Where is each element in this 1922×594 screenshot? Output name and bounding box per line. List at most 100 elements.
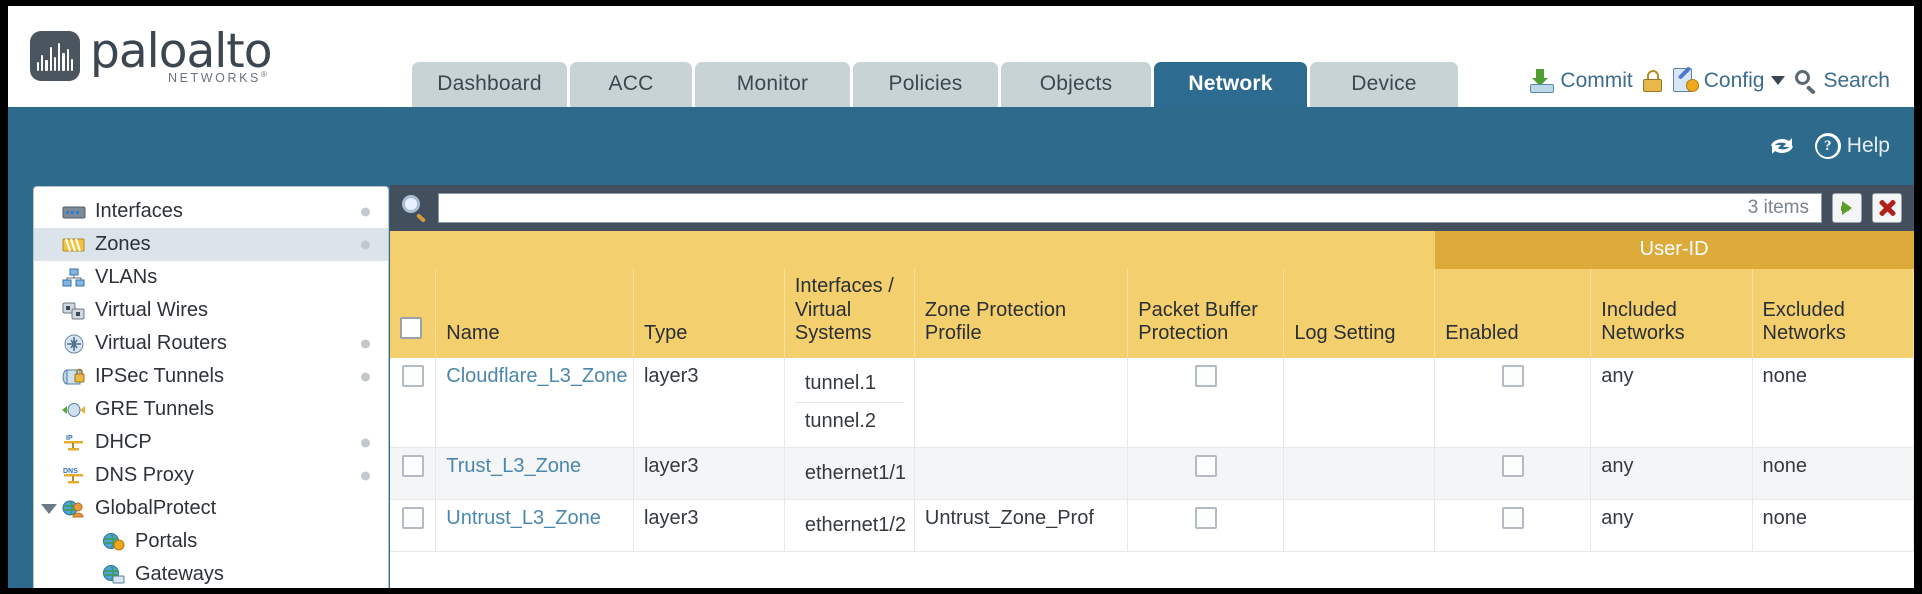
search-label: Search	[1823, 68, 1890, 92]
userid-enabled-checkbox[interactable]	[1501, 506, 1524, 529]
cell-zone-protection-profile	[914, 447, 1129, 500]
cell-name: Trust_L3_Zone	[435, 447, 634, 500]
sidebar-item-virtual-wires[interactable]: Virtual Wires	[34, 294, 388, 327]
commit-button[interactable]: Commit	[1529, 68, 1633, 93]
row-select-cell	[390, 357, 437, 448]
sidebar-item-label: Interfaces	[95, 200, 183, 222]
interface-entry: ethernet1/2	[804, 513, 907, 536]
row-select-checkbox[interactable]	[401, 506, 424, 529]
sidebar-item-dns-proxy[interactable]: DNS DNS Proxy	[34, 459, 388, 492]
select-all-checkbox[interactable]	[400, 317, 422, 340]
search-magnifier-icon	[1794, 69, 1818, 95]
sidebar-item-virtual-routers[interactable]: Virtual Routers	[34, 327, 388, 360]
cell-interfaces: ethernet1/2	[784, 499, 915, 552]
sidebar-item-label: GRE Tunnels	[95, 398, 214, 420]
apply-filter-arrow-icon	[1841, 201, 1852, 215]
packet-buffer-protection-checkbox[interactable]	[1194, 506, 1217, 529]
column-header-userid-enabled: Enabled	[1434, 269, 1592, 358]
cell-type: layer3	[633, 357, 785, 448]
column-header-log-setting: Log Setting	[1283, 269, 1436, 358]
zone-name-link[interactable]: Untrust_L3_Zone	[446, 506, 601, 529]
portals-icon	[102, 532, 126, 552]
row-select-cell	[390, 447, 437, 500]
userid-enabled-checkbox[interactable]	[1501, 364, 1524, 387]
svg-text:IP: IP	[66, 435, 73, 442]
column-header-type: Type	[633, 269, 785, 358]
search-button[interactable]: Search	[1794, 68, 1890, 95]
row-select-checkbox[interactable]	[401, 364, 424, 387]
sidebar-item-portals[interactable]: Portals	[34, 525, 388, 558]
tab-policies[interactable]: Policies	[853, 62, 998, 107]
sidebar-item-status-dot	[361, 438, 370, 447]
interface-entry: tunnel.1	[794, 365, 904, 403]
tab-monitor[interactable]: Monitor	[695, 62, 850, 107]
sidebar-item-status-dot	[361, 240, 370, 249]
dns-proxy-icon: DNS	[62, 466, 86, 486]
sidebar-item-label: Virtual Wires	[95, 299, 208, 321]
clear-filter-x-icon	[1878, 199, 1896, 217]
sidebar-item-ipsec-tunnels[interactable]: IPSec Tunnels	[34, 360, 388, 393]
config-label: Config	[1703, 68, 1765, 92]
cell-included-networks: any	[1590, 499, 1753, 552]
apply-filter-button[interactable]	[1832, 193, 1862, 223]
sidebar-item-vlans[interactable]: VLANs	[34, 261, 388, 294]
zone-name-link[interactable]: Cloudflare_L3_Zone	[446, 364, 628, 387]
config-menu-button[interactable]: Config	[1672, 66, 1786, 93]
sidebar-item-globalprotect[interactable]: GlobalProtect	[34, 492, 388, 525]
help-button[interactable]: ? Help	[1814, 133, 1890, 159]
chevron-down-icon	[1771, 76, 1786, 85]
group-header-user-id: User-ID	[1434, 231, 1914, 269]
vlans-icon	[62, 268, 86, 288]
config-wrench-gear-icon	[1672, 66, 1699, 93]
cell-excluded-networks: none	[1752, 447, 1915, 500]
expander-triangle-icon[interactable]	[41, 503, 57, 514]
userid-enabled-checkbox[interactable]	[1501, 454, 1524, 477]
sidebar-item-interfaces[interactable]: Interfaces	[34, 195, 388, 228]
virtual-routers-icon	[62, 334, 86, 354]
sidebar-item-label: Gateways	[135, 563, 224, 585]
column-header-excluded: Excluded Networks	[1752, 269, 1915, 358]
zone-name-link[interactable]: Trust_L3_Zone	[446, 454, 582, 477]
sidebar-item-gateways[interactable]: Gateways	[34, 558, 388, 588]
cell-name: Untrust_L3_Zone	[435, 499, 634, 552]
row-select-cell	[390, 499, 437, 552]
sidebar-item-zones[interactable]: Zones	[34, 228, 388, 261]
tab-objects[interactable]: Objects	[1001, 62, 1151, 107]
tab-device[interactable]: Device	[1310, 62, 1458, 107]
row-select-checkbox[interactable]	[401, 454, 424, 477]
cell-type: layer3	[633, 447, 785, 500]
unlocked-padlock-icon[interactable]	[1642, 69, 1664, 93]
paloalto-waveform-logo-icon	[30, 31, 80, 82]
sidebar-item-label: IPSec Tunnels	[95, 365, 224, 387]
help-question-icon: ?	[1814, 133, 1841, 159]
tab-acc[interactable]: ACC	[570, 62, 692, 107]
clear-filter-button[interactable]	[1872, 193, 1902, 223]
tab-dashboard[interactable]: Dashboard	[412, 62, 567, 107]
sidebar-item-status-dot	[361, 207, 370, 216]
filter-search-input[interactable]: 3 items	[438, 193, 1822, 223]
sidebar-item-gre-tunnels[interactable]: GRE Tunnels	[34, 393, 388, 426]
sidebar-item-label: DNS Proxy	[95, 464, 194, 486]
packet-buffer-protection-checkbox[interactable]	[1194, 454, 1217, 477]
interface-entry: tunnel.2	[804, 409, 877, 432]
packet-buffer-protection-checkbox[interactable]	[1194, 364, 1217, 387]
tab-network[interactable]: Network	[1154, 62, 1307, 107]
refresh-icon[interactable]	[1767, 133, 1797, 159]
filter-bar: 3 items	[390, 185, 1914, 231]
cell-userid-enabled	[1434, 499, 1592, 552]
cell-interfaces: tunnel.1 tunnel.2	[784, 357, 915, 448]
cell-included-networks: any	[1590, 357, 1753, 448]
commit-save-icon	[1529, 68, 1555, 93]
select-all-header	[390, 269, 437, 358]
sidebar-item-status-dot	[361, 372, 370, 381]
sidebar-item-status-dot	[361, 339, 370, 348]
